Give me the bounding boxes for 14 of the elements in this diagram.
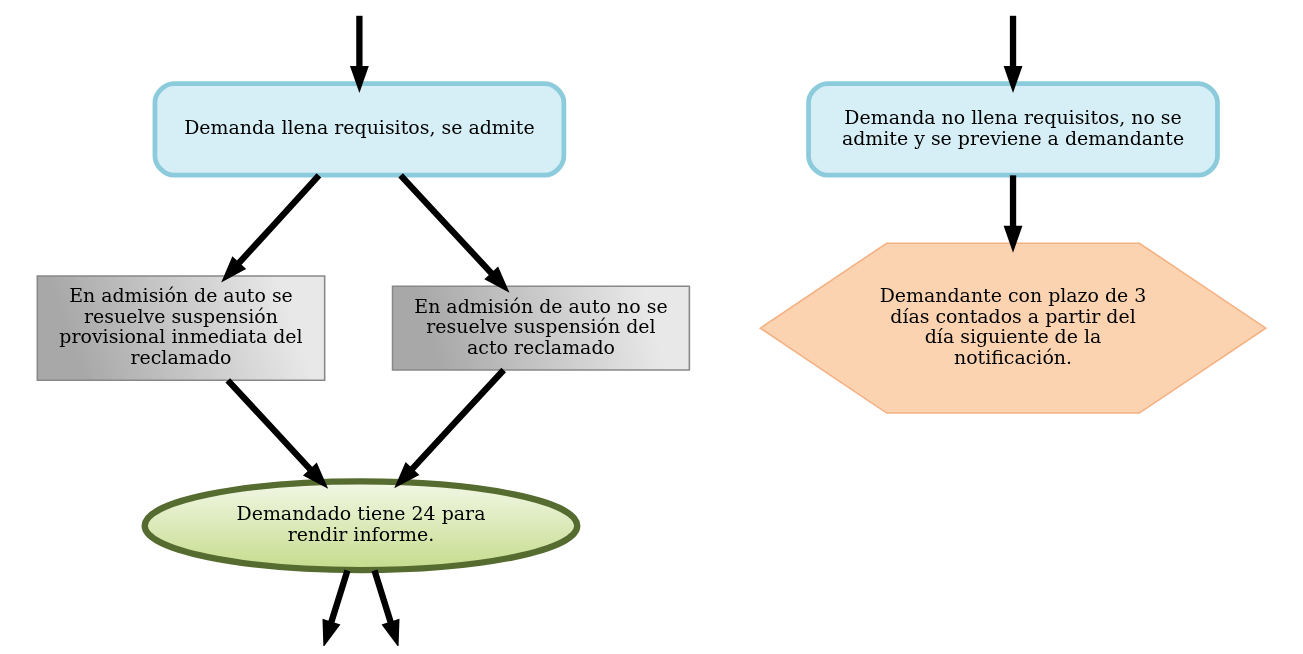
- arrow: [371, 569, 400, 646]
- node-box: Demanda llena requisitos, se admite: [152, 81, 567, 178]
- arrow: [221, 173, 322, 283]
- arrow: [1003, 15, 1023, 93]
- arrow: [394, 367, 506, 489]
- node-box: En admisión de auto se resuelve suspensión provisional inmediata del reclamado: [36, 275, 326, 382]
- arrow: [225, 378, 329, 489]
- node-box: En admisión de auto no se resuelve suspensión del acto reclamado: [391, 285, 691, 371]
- arrow: [1003, 175, 1023, 253]
- node-box: Demanda no llena requisitos, no se admite y se previene a demandante: [806, 81, 1220, 178]
- arrow: [398, 173, 510, 293]
- node-ellipse: Demandado tiene 24 para rendir informe.: [141, 478, 581, 574]
- arrow: [322, 569, 351, 646]
- arrow: [349, 15, 369, 93]
